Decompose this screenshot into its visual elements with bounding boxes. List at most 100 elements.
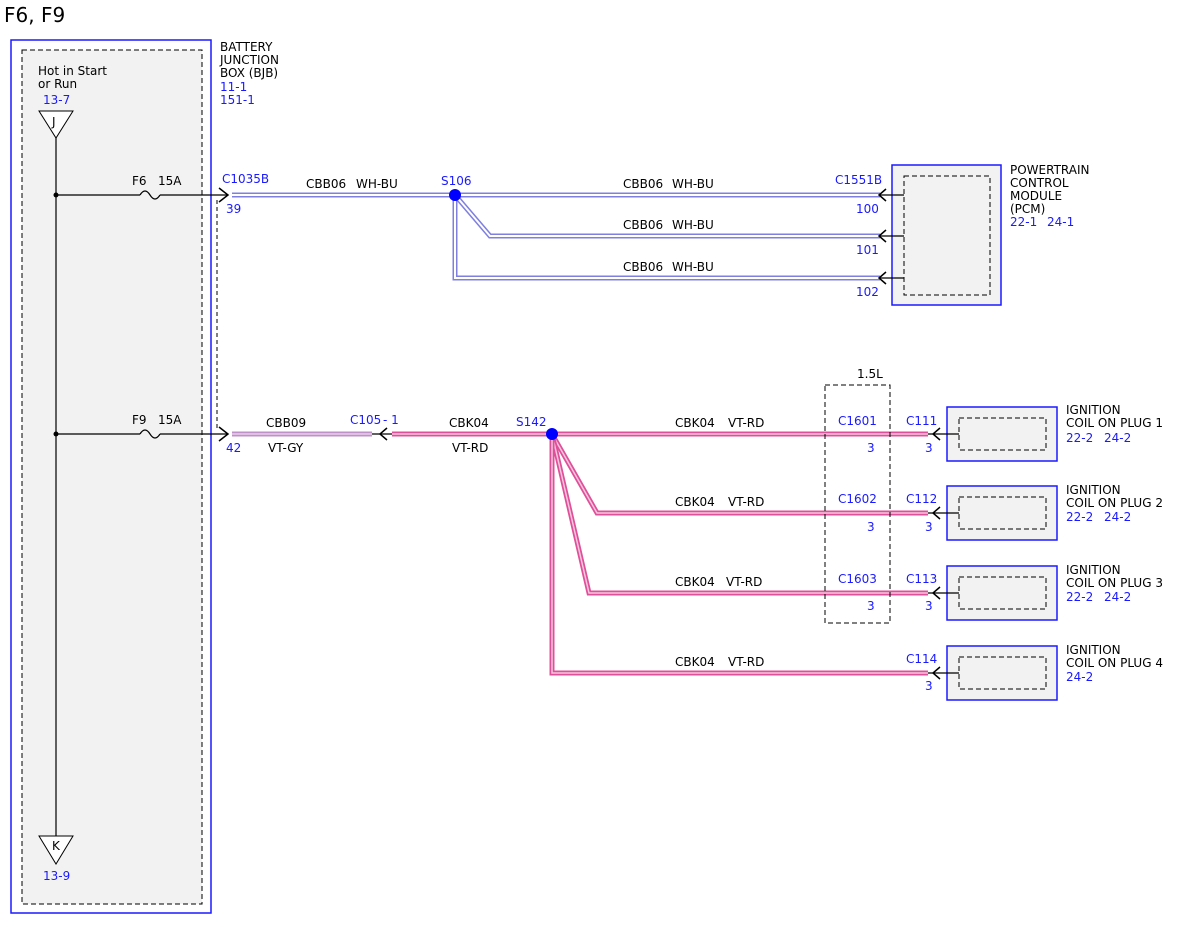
w5-color: VT-GY (268, 441, 304, 455)
f6-fuse-rating: 15A (158, 174, 182, 188)
coil-3-connector: C113 (906, 572, 937, 586)
terminal-j-symbol (38, 110, 74, 139)
c1603-label: C1603 (838, 572, 877, 586)
wire-w9-core (551, 433, 928, 594)
f9-pin: 42 (226, 441, 241, 455)
terminal-k-symbol (38, 835, 74, 865)
bjb-ref-1: 11-1 (220, 80, 247, 94)
splice-s106-label: S106 (441, 174, 472, 188)
engine-group-label: 1.5L (857, 367, 883, 381)
w10-color: VT-RD (728, 655, 764, 669)
f6-fuse-symbol (139, 190, 161, 200)
pcm-pin-101: 101 (856, 243, 879, 257)
w6-circuit: CBK04 (449, 416, 489, 430)
w8-color: VT-RD (728, 495, 764, 509)
f9-connector-arrow (218, 426, 230, 442)
bjb-inner-outline (21, 49, 203, 905)
coil-1-pin: 3 (925, 441, 933, 455)
pcm-pins: 100 101 102 (856, 188, 904, 299)
pcm-inner-outline (903, 175, 991, 296)
w3-color: WH-BU (672, 218, 714, 232)
w3-circuit: CBB06 (623, 218, 663, 232)
coil-3-pin: 3 (925, 599, 933, 613)
coil-4-pin: 3 (925, 679, 933, 693)
f9-fuse-symbol (139, 429, 161, 439)
pcm-box (891, 164, 1002, 306)
wire-w10 (549, 434, 928, 676)
vt-rd-wires (392, 431, 928, 676)
f6-connector: C1035B (222, 172, 269, 186)
c105-arrow (378, 427, 388, 441)
w4-circuit: CBB06 (623, 260, 663, 274)
pcm-pin-100-arrow (877, 188, 887, 202)
wire-w3-core (454, 194, 880, 237)
f6-fuse-name: F6 (132, 174, 147, 188)
c1601-label: C1601 (838, 414, 877, 428)
splice-s142-dot (546, 428, 558, 440)
w9-color: VT-RD (726, 575, 762, 589)
coil-2-box (946, 485, 1058, 541)
coil-4-ref-1: 24-2 (1066, 670, 1093, 684)
coil-4-connector: C114 (906, 652, 937, 666)
bjb-ref-2: 151-1 (220, 93, 255, 107)
splice-s142-label: S142 (516, 415, 547, 429)
coil-3-box (946, 565, 1058, 621)
coil-3-ref-2: 24-2 (1104, 590, 1131, 604)
page-title: F6, F9 (4, 3, 65, 27)
w1-color: WH-BU (356, 177, 398, 191)
f6-connector-arrow (218, 187, 230, 203)
pcm-pin-102: 102 (856, 285, 879, 299)
f9-fuse-name: F9 (132, 413, 147, 427)
coil-3-arrow (931, 586, 941, 600)
splice-s106-dot (449, 189, 461, 201)
w4-color: WH-BU (672, 260, 714, 274)
c1601-pin: 3 (867, 441, 875, 455)
coil-1-box (946, 406, 1058, 462)
wire-w3 (453, 193, 880, 239)
w6-color: VT-RD (452, 441, 488, 455)
coil-2-ref-1: 22-2 (1066, 510, 1093, 524)
wire-w10-core (551, 434, 928, 674)
c1603-pin: 3 (867, 599, 875, 613)
terminal-j-label: J (51, 115, 56, 129)
c105-label: C105 (350, 413, 381, 427)
coil-4-arrow (931, 666, 941, 680)
w9-circuit: CBK04 (675, 575, 715, 589)
coil-2-arrow (931, 506, 941, 520)
wh-bu-wires (232, 192, 880, 281)
terminal-k-label: K (52, 839, 61, 853)
coil-1-ref-1: 22-2 (1066, 431, 1093, 445)
pcm-pin-102-arrow (877, 271, 887, 285)
pcm-connector: C1551B (835, 173, 882, 187)
c1602-pin: 3 (867, 520, 875, 534)
c105-pin: - 1 (383, 413, 399, 427)
coil-4-inner-outline (958, 656, 1047, 690)
w7-color: VT-RD (728, 416, 764, 430)
w5-circuit: CBB09 (266, 416, 306, 430)
coil-3-ref-1: 22-2 (1066, 590, 1093, 604)
coil-3-inner-outline (958, 576, 1047, 610)
coil-2-pin: 3 (925, 520, 933, 534)
coil-1-connector: C111 (906, 414, 937, 428)
w10-circuit: CBK04 (675, 655, 715, 669)
wire-w4-core (454, 195, 880, 279)
w2-circuit: CBB06 (623, 177, 663, 191)
bottom-ref: 13-9 (43, 869, 70, 883)
c1602-label: C1602 (838, 492, 877, 506)
coil-1-ref-2: 24-2 (1104, 431, 1131, 445)
w8-circuit: CBK04 (675, 495, 715, 509)
pcm-ref-1: 22-1 (1010, 215, 1037, 229)
wire-w8-core (551, 433, 928, 514)
coil-1-inner-outline (958, 417, 1047, 451)
f6-pin: 39 (226, 202, 241, 216)
pcm-pin-100: 100 (856, 202, 879, 216)
engine-group-outline (824, 384, 891, 624)
